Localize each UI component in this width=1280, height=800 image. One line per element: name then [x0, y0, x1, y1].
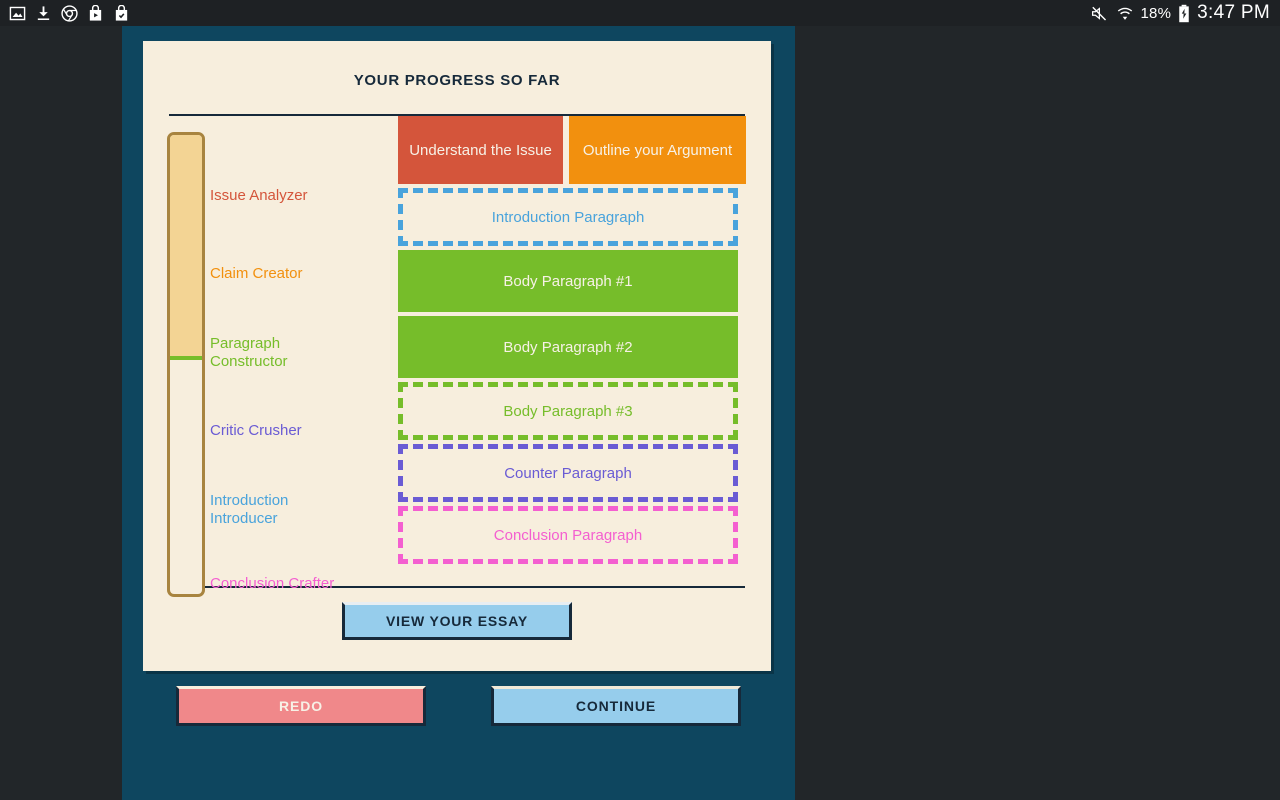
stage-label-list: Issue Analyzer Claim Creator Paragraph C… — [210, 116, 395, 592]
top-block-row: Understand the Issue Outline your Argume… — [398, 116, 746, 184]
stage-label-conclusion-crafter: Conclusion Crafter — [210, 575, 335, 592]
essay-structure-blocks: Understand the Issue Outline your Argume… — [398, 116, 746, 568]
block-outline-your-argument[interactable]: Outline your Argument — [569, 116, 746, 184]
stage-label-claim-creator: Claim Creator — [210, 265, 303, 282]
divider-bottom — [169, 586, 745, 588]
continue-button[interactable]: CONTINUE — [491, 686, 741, 726]
progress-card: YOUR PROGRESS SO FAR Issue Analyzer Clai… — [143, 41, 771, 671]
stage-label-issue-analyzer: Issue Analyzer — [210, 187, 308, 204]
mute-icon — [1091, 6, 1106, 21]
battery-charging-icon — [1179, 4, 1189, 22]
wifi-icon — [1117, 7, 1132, 20]
progress-body: Issue Analyzer Claim Creator Paragraph C… — [143, 116, 771, 597]
stage-label-critic-crusher: Critic Crusher — [210, 422, 302, 439]
redo-button[interactable]: REDO — [176, 686, 426, 726]
store-check-bag-icon — [115, 4, 128, 21]
page-title: YOUR PROGRESS SO FAR — [353, 72, 561, 89]
block-body-paragraph-3[interactable]: Body Paragraph #3 — [398, 382, 738, 440]
stage-label-paragraph-constructor: Paragraph Constructor — [210, 335, 288, 370]
chrome-icon — [61, 4, 78, 22]
view-your-essay-button[interactable]: VIEW YOUR ESSAY — [342, 602, 572, 640]
status-bar-clock: 3:47 PM — [1197, 2, 1270, 23]
vertical-progress-bar — [167, 132, 205, 597]
android-status-bar: 18% 3:47 PM — [0, 0, 1280, 26]
block-introduction-paragraph[interactable]: Introduction Paragraph — [398, 188, 738, 246]
app-viewport: YOUR PROGRESS SO FAR Issue Analyzer Clai… — [122, 26, 795, 800]
download-icon — [37, 5, 50, 20]
block-conclusion-paragraph[interactable]: Conclusion Paragraph — [398, 506, 738, 564]
progress-bar-fill — [170, 135, 202, 360]
view-essay-row: VIEW YOUR ESSAY — [143, 588, 771, 640]
image-icon — [9, 6, 26, 20]
block-body-paragraph-1[interactable]: Body Paragraph #1 — [398, 250, 738, 312]
divider-top — [169, 114, 745, 116]
status-bar-notification-icons — [0, 4, 130, 22]
block-understand-the-issue[interactable]: Understand the Issue — [398, 116, 563, 184]
bottom-action-bar: REDO CONTINUE — [122, 686, 795, 746]
play-store-bag-icon — [89, 4, 102, 21]
block-counter-paragraph[interactable]: Counter Paragraph — [398, 444, 738, 502]
status-bar-system-icons: 18% 3:47 PM — [1089, 2, 1280, 24]
block-body-paragraph-2[interactable]: Body Paragraph #2 — [398, 316, 738, 378]
stage-label-introduction-introducer: Introduction Introducer — [210, 492, 289, 527]
battery-percentage: 18% — [1140, 4, 1172, 22]
